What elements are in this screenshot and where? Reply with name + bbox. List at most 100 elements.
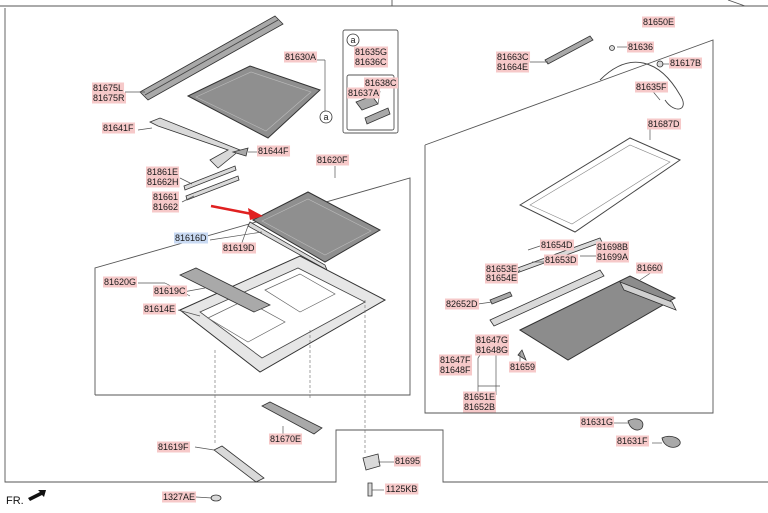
label-81619F[interactable]: 81619F xyxy=(157,441,191,453)
label-text-81635F[interactable]: 81635F xyxy=(636,82,667,92)
label-82652D[interactable]: 82652D xyxy=(445,298,480,310)
label-text-81675L[interactable]: 81675L xyxy=(93,83,123,93)
label-81647G[interactable]: 81647G xyxy=(475,334,510,346)
label-81648G[interactable]: 81648G xyxy=(475,344,510,356)
label-text-81695[interactable]: 81695 xyxy=(395,456,420,466)
label-text-81631G[interactable]: 81631G xyxy=(581,417,613,427)
label-81662[interactable]: 81662 xyxy=(152,201,180,213)
label-text-81670E[interactable]: 81670E xyxy=(270,434,301,444)
label-text-82652D[interactable]: 82652D xyxy=(446,299,478,309)
label-text-81653E[interactable]: 81653E xyxy=(486,264,517,274)
label-81675R[interactable]: 81675R xyxy=(92,92,127,104)
label-text-81638C[interactable]: 81638C xyxy=(365,78,397,88)
label-81620G[interactable]: 81620G xyxy=(103,276,138,288)
label-text-81619F[interactable]: 81619F xyxy=(158,442,189,452)
label-81647F[interactable]: 81647F xyxy=(439,354,473,366)
label-text-81654E[interactable]: 81654E xyxy=(486,273,517,283)
label-text-81663C[interactable]: 81663C xyxy=(497,52,529,62)
label-81652B[interactable]: 81652B xyxy=(463,401,497,413)
label-text-81636[interactable]: 81636 xyxy=(628,42,653,52)
label-81617B[interactable]: 81617B xyxy=(669,57,703,69)
label-81651E[interactable]: 81651E xyxy=(463,391,497,403)
label-text-81664E[interactable]: 81664E xyxy=(497,62,528,72)
label-81660[interactable]: 81660 xyxy=(636,262,664,274)
label-81698B[interactable]: 81698B xyxy=(596,241,630,253)
label-81635F[interactable]: 81635F xyxy=(635,81,669,93)
part-81663C xyxy=(544,35,594,65)
label-81620F[interactable]: 81620F xyxy=(316,154,350,166)
label-text-81648G[interactable]: 81648G xyxy=(476,345,508,355)
label-81619C[interactable]: 81619C xyxy=(153,285,188,297)
label-text-81654D[interactable]: 81654D xyxy=(541,240,573,250)
label-text-81675R[interactable]: 81675R xyxy=(93,93,125,103)
label-text-81641F[interactable]: 81641F xyxy=(103,123,134,133)
label-text-81660[interactable]: 81660 xyxy=(637,263,662,273)
label-81616D[interactable]: 81616D xyxy=(174,232,209,244)
label-81631G[interactable]: 81631G xyxy=(580,416,615,428)
label-81687D[interactable]: 81687D xyxy=(647,118,682,130)
label-text-1125KB[interactable]: 1125KB xyxy=(386,484,417,494)
label-1327AE[interactable]: 1327AE xyxy=(162,491,197,503)
label-text-81861E[interactable]: 81861E xyxy=(147,167,178,177)
label-81638C[interactable]: 81638C xyxy=(364,77,399,89)
label-text-81644F[interactable]: 81644F xyxy=(258,146,289,156)
label-81661[interactable]: 81661 xyxy=(152,191,180,203)
label-text-81651E[interactable]: 81651E xyxy=(464,392,495,402)
label-text-81631F[interactable]: 81631F xyxy=(617,436,648,446)
label-text-81687D[interactable]: 81687D xyxy=(648,119,680,129)
label-81653D[interactable]: 81653D xyxy=(544,254,579,266)
part-81659 xyxy=(517,349,527,361)
label-81662H[interactable]: 81662H xyxy=(146,176,180,188)
red-arrow-icon xyxy=(210,204,263,220)
label-81636C[interactable]: 81636C xyxy=(354,56,389,68)
label-81644F[interactable]: 81644F xyxy=(257,145,291,157)
label-81670E[interactable]: 81670E xyxy=(269,433,303,445)
label-text-81620F[interactable]: 81620F xyxy=(317,155,348,165)
label-text-81662[interactable]: 81662 xyxy=(153,202,178,212)
label-text-81635G[interactable]: 81635G xyxy=(355,47,387,57)
label-81650E[interactable]: 81650E xyxy=(642,16,676,28)
label-text-81662H[interactable]: 81662H xyxy=(147,177,179,187)
label-text-81617B[interactable]: 81617B xyxy=(670,58,701,68)
label-text-81614E[interactable]: 81614E xyxy=(144,304,175,314)
label-text-81659[interactable]: 81659 xyxy=(510,362,535,372)
label-81641F[interactable]: 81641F xyxy=(102,122,136,134)
label-81861E[interactable]: 81861E xyxy=(146,166,180,178)
label-81631F[interactable]: 81631F xyxy=(616,435,650,447)
label-text-81647F[interactable]: 81647F xyxy=(440,355,471,365)
label-81619D[interactable]: 81619D xyxy=(222,242,257,254)
label-81664E[interactable]: 81664E xyxy=(496,61,530,73)
label-text-81620G[interactable]: 81620G xyxy=(104,277,136,287)
label-text-81653D[interactable]: 81653D xyxy=(545,255,577,265)
label-81630A[interactable]: 81630A xyxy=(284,51,318,63)
label-81659[interactable]: 81659 xyxy=(509,361,537,373)
label-81636[interactable]: 81636 xyxy=(627,41,655,53)
label-81699A[interactable]: 81699A xyxy=(596,251,630,263)
label-81663C[interactable]: 81663C xyxy=(496,51,531,63)
label-81648F[interactable]: 81648F xyxy=(439,364,473,376)
label-text-81647G[interactable]: 81647G xyxy=(476,335,508,345)
label-text-81636C[interactable]: 81636C xyxy=(355,57,387,67)
label-81695[interactable]: 81695 xyxy=(394,455,422,467)
label-text-1327AE[interactable]: 1327AE xyxy=(163,492,195,502)
label-81637A[interactable]: 81637A xyxy=(347,87,381,99)
label-text-81619D[interactable]: 81619D xyxy=(223,243,255,253)
label-81654D[interactable]: 81654D xyxy=(540,239,575,251)
label-text-81616D[interactable]: 81616D xyxy=(175,233,207,243)
label-text-81661[interactable]: 81661 xyxy=(153,192,178,202)
label-81614E[interactable]: 81614E xyxy=(143,303,177,315)
label-text-81630A[interactable]: 81630A xyxy=(285,52,316,62)
label-81635G[interactable]: 81635G xyxy=(354,46,389,58)
label-81675L[interactable]: 81675L xyxy=(92,82,125,94)
label-text-81619C[interactable]: 81619C xyxy=(154,286,186,296)
label-1125KB[interactable]: 1125KB xyxy=(385,483,419,495)
label-81654E[interactable]: 81654E xyxy=(485,272,519,284)
label-text-81650E[interactable]: 81650E xyxy=(643,17,674,27)
label-text-81637A[interactable]: 81637A xyxy=(348,88,379,98)
callout-a-marker: a xyxy=(319,110,333,124)
label-81653E[interactable]: 81653E xyxy=(485,263,519,275)
label-text-81648F[interactable]: 81648F xyxy=(440,365,471,375)
label-text-81699A[interactable]: 81699A xyxy=(597,252,628,262)
label-text-81652B[interactable]: 81652B xyxy=(464,402,495,412)
label-text-81698B[interactable]: 81698B xyxy=(597,242,628,252)
